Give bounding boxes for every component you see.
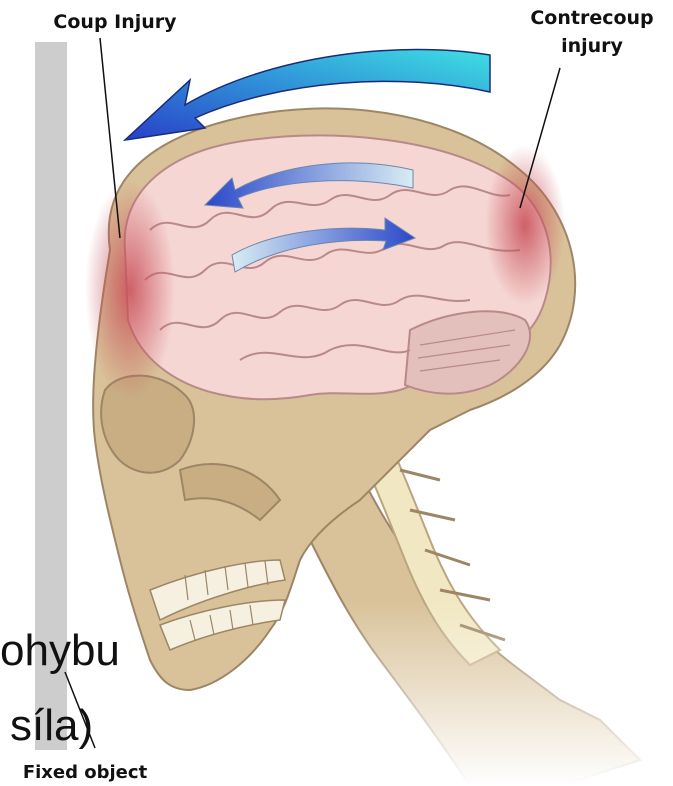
bottom-fade: [300, 600, 673, 786]
contrecoup-label-line2: injury: [561, 35, 623, 57]
coup-injury-region: [85, 180, 175, 400]
coup-injury-label: Coup Injury: [53, 11, 177, 33]
fixed-object-label: Fixed object: [23, 762, 148, 783]
overlay-text-line2: síla): [10, 701, 93, 750]
overlay-text-line1: ohybu: [0, 626, 120, 675]
contrecoup-label-line1: Contrecoup: [530, 7, 653, 29]
contrecoup-injury-region: [485, 145, 565, 305]
